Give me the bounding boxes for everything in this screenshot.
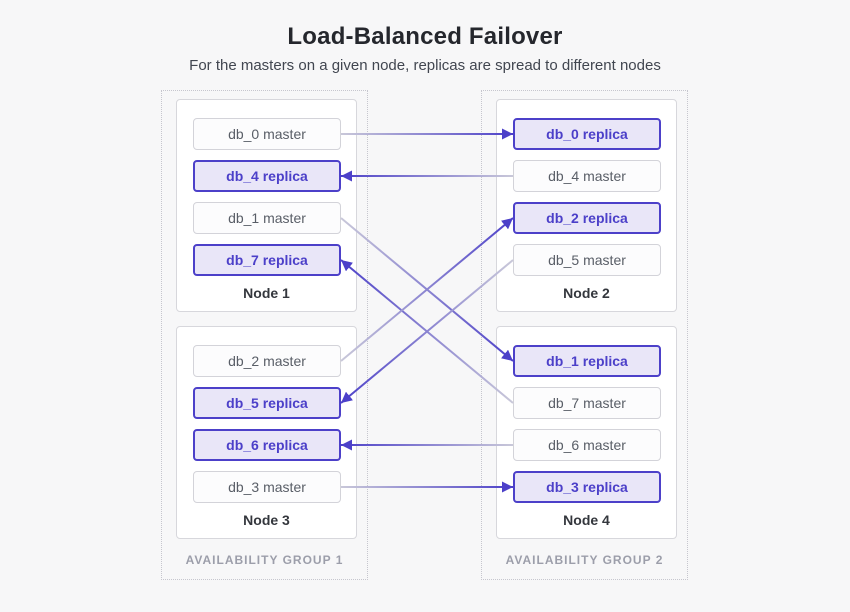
- availability-group-label: AVAILABILITY GROUP 2: [505, 553, 664, 567]
- db-item-master: db_7 master: [513, 387, 661, 419]
- db-item-replica: db_1 replica: [513, 345, 661, 377]
- node-box: db_0 master db_4 replica db_1 master db_7 r…: [176, 99, 357, 312]
- node-label: Node 1: [243, 285, 290, 301]
- node-box: db_1 replica db_7 master db_6 master db_3 r…: [496, 326, 677, 539]
- availability-group: AVAILABILITY GROUP 2 db_0 replica db_4 mas…: [481, 90, 688, 580]
- db-item-replica: db_2 replica: [513, 202, 661, 234]
- availability-group-label: AVAILABILITY GROUP 1: [185, 553, 344, 567]
- availability-group: AVAILABILITY GROUP 1 db_0 master db_4 repl…: [161, 90, 368, 580]
- db-item-replica: db_3 replica: [513, 471, 661, 503]
- node-box: db_0 replica db_4 master db_2 replica db_5 …: [496, 99, 677, 312]
- diagram-header: Load-Balanced Failover For the masters o…: [0, 0, 850, 74]
- db-item-master: db_4 master: [513, 160, 661, 192]
- db-item-replica: db_7 replica: [193, 244, 341, 276]
- db-item-replica: db_5 replica: [193, 387, 341, 419]
- page-subtitle: For the masters on a given node, replica…: [189, 57, 661, 74]
- node-label: Node 4: [563, 512, 610, 528]
- db-item-master: db_1 master: [193, 202, 341, 234]
- db-item-replica: db_6 replica: [193, 429, 341, 461]
- node-box: db_2 master db_5 replica db_6 replica db_3 …: [176, 326, 357, 539]
- db-item-master: db_3 master: [193, 471, 341, 503]
- db-item-master: db_5 master: [513, 244, 661, 276]
- db-item-master: db_0 master: [193, 118, 341, 150]
- db-item-master: db_2 master: [193, 345, 341, 377]
- db-item-replica: db_4 replica: [193, 160, 341, 192]
- node-label: Node 3: [243, 512, 290, 528]
- page-title: Load-Balanced Failover: [287, 23, 563, 50]
- node-label: Node 2: [563, 285, 610, 301]
- db-item-replica: db_0 replica: [513, 118, 661, 150]
- db-item-master: db_6 master: [513, 429, 661, 461]
